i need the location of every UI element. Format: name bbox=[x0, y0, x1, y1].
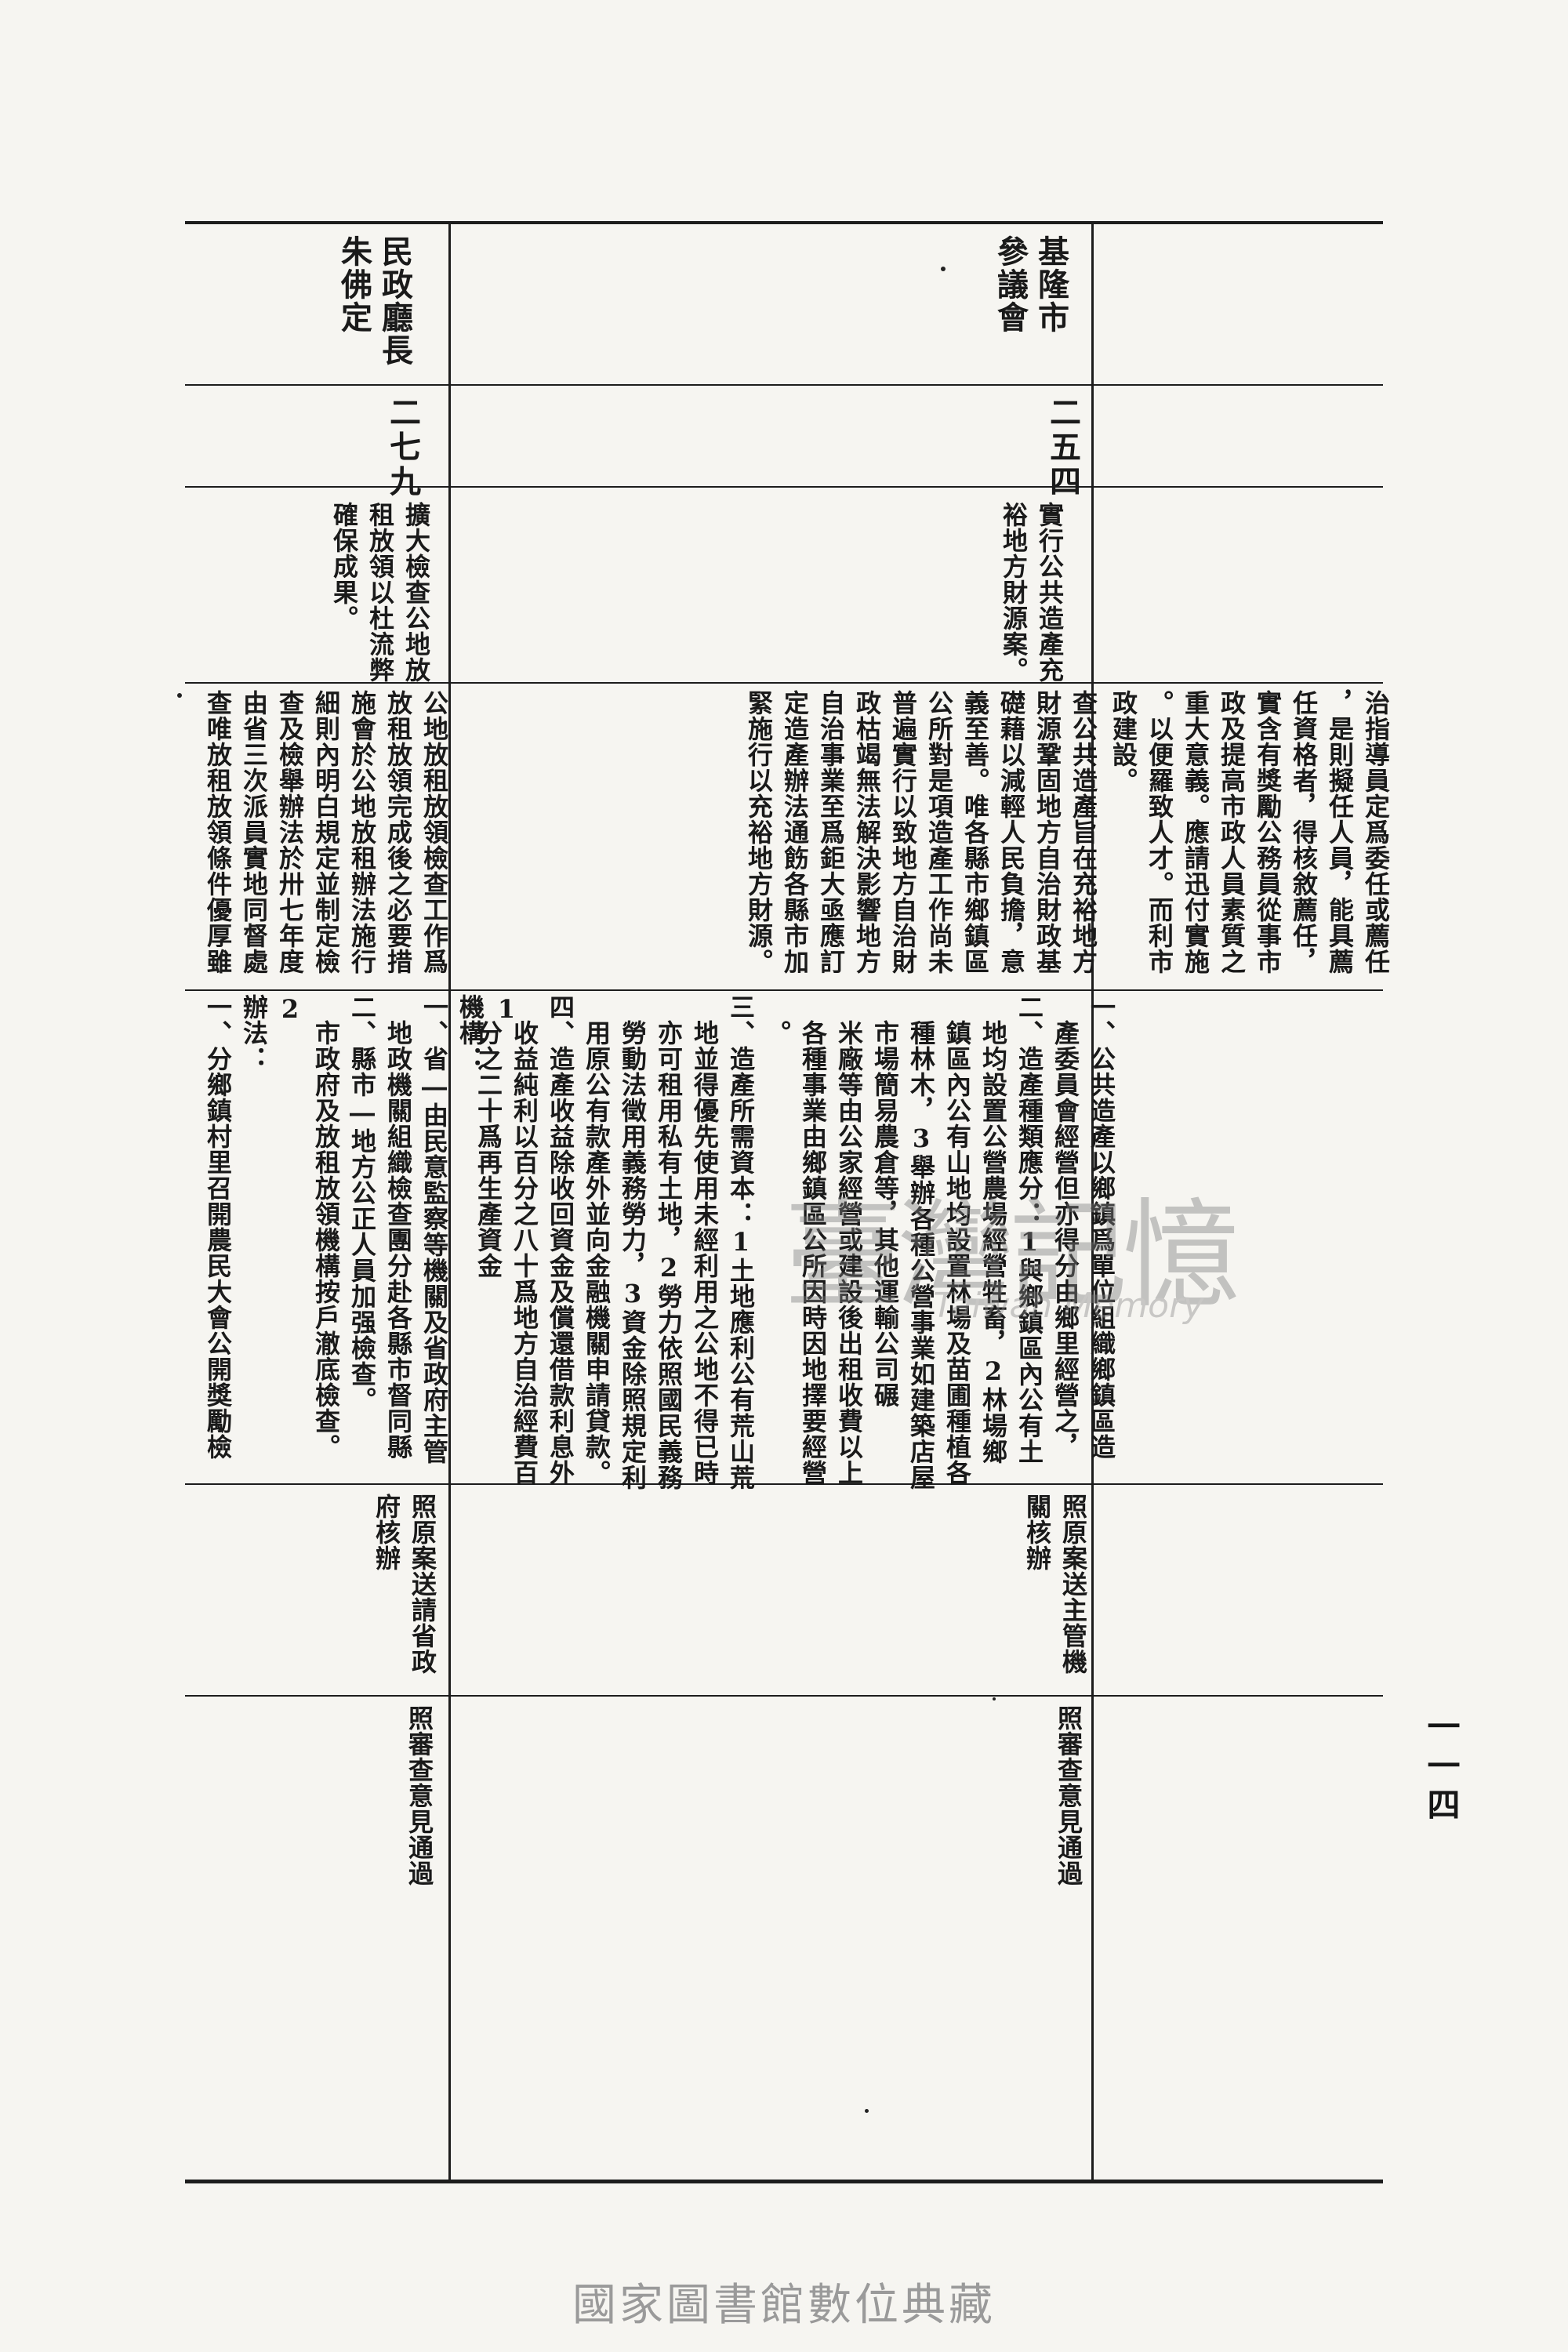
column-rule-right bbox=[1091, 221, 1094, 2181]
right-reason-upper: 治指導員定爲委任或薦任 ，是則擬任人員，能具薦 任資格者，得核敘薦任， 實含有獎… bbox=[1109, 690, 1391, 975]
watermark-latin: Taiwan Memory bbox=[933, 1286, 1204, 1326]
left-reason: 公地放租放領檢查工作爲 放租放領完成後之必要措 施會於公地放租辦法施行 細則內明… bbox=[203, 690, 449, 975]
right-proposer: 基隆市 參議會 bbox=[992, 235, 1069, 334]
row-rule-1 bbox=[185, 384, 1383, 386]
right-method: 一、公共造產以鄉鎮爲單位組織鄉鎮區造 產委員會經營但亦得分由鄉里經營之， 二、造… bbox=[474, 994, 1116, 1490]
scan-speck bbox=[865, 2109, 869, 2113]
footer-credit: 國家圖書館數位典藏 bbox=[572, 2280, 996, 2331]
row-rule-4 bbox=[185, 989, 1383, 991]
left-review: 照原案送請省政 府核辦 bbox=[372, 1494, 437, 1675]
page-number: 一一四 bbox=[1422, 1709, 1461, 1827]
row-rule-2 bbox=[185, 486, 1383, 488]
right-resolution: 照審查意見通過 bbox=[1054, 1705, 1083, 1886]
column-rule-left bbox=[448, 221, 451, 2181]
watermark-cjk: 臺灣記憶 bbox=[784, 1188, 1240, 1324]
scan-speck bbox=[941, 267, 946, 271]
left-number: 二七九 bbox=[384, 396, 421, 499]
right-subject: 實行公共造產充 裕地方財源案。 bbox=[999, 502, 1065, 683]
table-bottom-rule bbox=[185, 2180, 1383, 2183]
taiwan-memory-watermark: 臺灣記憶 Taiwan Memory bbox=[784, 1160, 1286, 1348]
right-number: 二五四 bbox=[1044, 396, 1081, 499]
scan-speck bbox=[177, 693, 182, 698]
left-proposer: 民政廳長 朱佛定 bbox=[336, 235, 413, 367]
right-reason: 查公共造產旨在充裕地方 財源鞏固地方自治財政基 礎藉以減輕人民負擔，意 義至善。… bbox=[744, 690, 1098, 975]
row-rule-3 bbox=[185, 682, 1383, 684]
left-resolution: 照審查意見通過 bbox=[405, 1705, 434, 1886]
row-rule-6 bbox=[185, 1695, 1383, 1697]
table-top-rule bbox=[185, 221, 1383, 224]
right-review: 照原案送主管機 關核辦 bbox=[1022, 1494, 1088, 1675]
left-subject: 擴大檢查公地放 租放領以杜流弊 確保成果。 bbox=[329, 502, 431, 683]
scan-speck bbox=[993, 1697, 996, 1700]
row-rule-5 bbox=[185, 1483, 1383, 1485]
left-method: 1 機構： 一、省―由民意監察等機關及省政府主管 地政機關組織檢查團分赴各縣市督… bbox=[203, 994, 521, 1465]
